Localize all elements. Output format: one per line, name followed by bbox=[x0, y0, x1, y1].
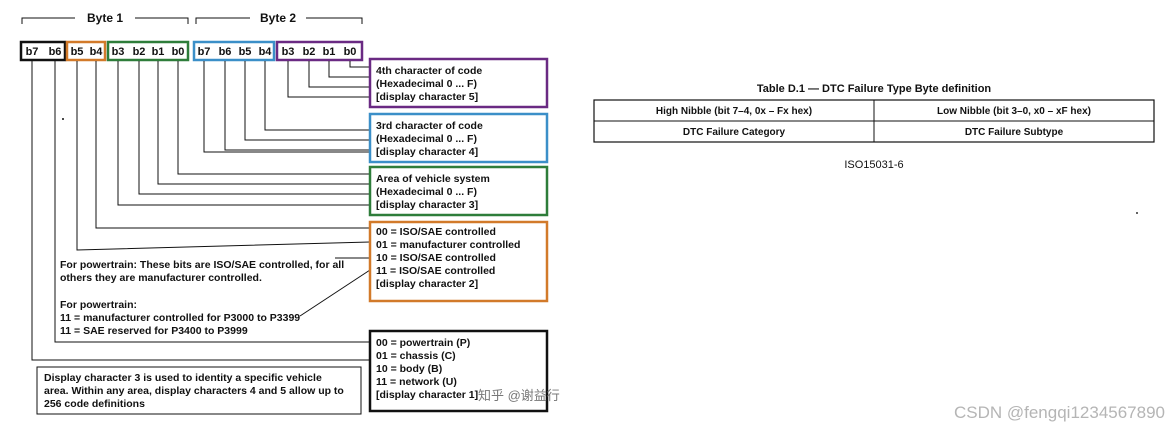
char3-box bbox=[368, 165, 549, 217]
bit-connector-lines bbox=[31, 61, 371, 361]
stray-dot bbox=[1136, 212, 1138, 214]
display-char-note-box bbox=[36, 366, 362, 415]
bit-label: b6 bbox=[219, 46, 232, 58]
char1-box bbox=[368, 329, 549, 413]
powertrain-range-note-line: 11 = SAE reserved for P3400 to P3999 bbox=[60, 325, 248, 337]
bits-b7-b6-group bbox=[19, 40, 67, 62]
bits-b5-b4-group bbox=[65, 40, 107, 62]
char4-line: (Hexadecimal 0 ... F) bbox=[376, 133, 477, 145]
zhihu-watermark: 知乎 @谢益行 bbox=[478, 388, 560, 403]
byte1-bracket: Byte 1 bbox=[21, 11, 189, 25]
char2-line: 11 = ISO/SAE controlled bbox=[376, 265, 495, 277]
bit-label: b2 bbox=[133, 46, 146, 58]
powertrain-note-line: others they are manufacturer controlled. bbox=[60, 272, 262, 284]
char2-box bbox=[368, 220, 549, 303]
bit-label: b7 bbox=[26, 46, 39, 58]
char5-line: (Hexadecimal 0 ... F) bbox=[376, 78, 477, 90]
byte2-high-nibble-group bbox=[192, 40, 276, 62]
bit-label: b0 bbox=[172, 46, 185, 58]
table-source-label: ISO15031-6 bbox=[844, 159, 903, 171]
char5-box bbox=[368, 57, 549, 109]
table-cell: DTC Failure Category bbox=[683, 127, 786, 138]
display-note-line: 256 code definitions bbox=[44, 398, 145, 410]
char5-line: 4th character of code bbox=[376, 65, 482, 77]
char2-line: [display character 2] bbox=[376, 278, 478, 290]
char4-box bbox=[368, 112, 549, 164]
char4-line: [display character 4] bbox=[376, 146, 478, 158]
bit-label: b2 bbox=[303, 46, 316, 58]
powertrain-range-note-line: For powertrain: bbox=[60, 299, 137, 311]
bit-label: b1 bbox=[323, 46, 336, 58]
char5-line: [display character 5] bbox=[376, 91, 478, 103]
powertrain-note-line: For powertrain: These bits are ISO/SAE c… bbox=[60, 259, 344, 271]
table-title: Table D.1 — DTC Failure Type Byte defini… bbox=[757, 83, 992, 95]
char1-line: 01 = chassis (C) bbox=[376, 350, 456, 362]
table-cell: DTC Failure Subtype bbox=[965, 127, 1064, 138]
failure-type-table: High Nibble (bit 7–4, 0x – Fx hex) Low N… bbox=[593, 99, 1155, 143]
display-note-line: area. Within any area, display character… bbox=[44, 385, 344, 397]
bit-label: b4 bbox=[90, 46, 104, 58]
char2-line: 01 = manufacturer controlled bbox=[376, 239, 520, 251]
display-note-line: Display character 3 is used to identity … bbox=[44, 372, 322, 384]
byte1-label: Byte 1 bbox=[87, 11, 123, 25]
stray-dot bbox=[62, 118, 64, 120]
char2-line: 00 = ISO/SAE controlled bbox=[376, 226, 496, 238]
bit-label: b5 bbox=[71, 46, 84, 58]
char2-line: 10 = ISO/SAE controlled bbox=[376, 252, 496, 264]
byte2-bracket: Byte 2 bbox=[195, 11, 363, 25]
char3-line: Area of vehicle system bbox=[376, 173, 490, 185]
char1-line: 10 = body (B) bbox=[376, 363, 442, 375]
bit-label: b3 bbox=[112, 46, 125, 58]
char3-line: [display character 3] bbox=[376, 199, 478, 211]
char3-line: (Hexadecimal 0 ... F) bbox=[376, 186, 477, 198]
byte2-label: Byte 2 bbox=[260, 11, 296, 25]
bits-b3-b0-group bbox=[106, 40, 190, 62]
csdn-watermark: CSDN @fengqi1234567890 bbox=[954, 403, 1165, 422]
bit-label: b7 bbox=[198, 46, 211, 58]
char4-line: 3rd character of code bbox=[376, 120, 483, 132]
char1-line: 00 = powertrain (P) bbox=[376, 337, 470, 349]
bit-label: b5 bbox=[239, 46, 252, 58]
bit-label: b1 bbox=[152, 46, 165, 58]
table-header-cell: Low Nibble (bit 3–0, x0 – xF hex) bbox=[937, 106, 1091, 117]
byte2-low-nibble-group bbox=[275, 40, 364, 62]
powertrain-range-note-line: 11 = manufacturer controlled for P3000 t… bbox=[60, 312, 300, 324]
char1-line: [display character 1] bbox=[376, 389, 478, 401]
table-header-cell: High Nibble (bit 7–4, 0x – Fx hex) bbox=[656, 106, 812, 117]
bit-label: b4 bbox=[259, 46, 273, 58]
char1-line: 11 = network (U) bbox=[376, 376, 457, 388]
bit-label: b3 bbox=[282, 46, 295, 58]
bit-label: b6 bbox=[49, 46, 62, 58]
bit-label: b0 bbox=[344, 46, 357, 58]
